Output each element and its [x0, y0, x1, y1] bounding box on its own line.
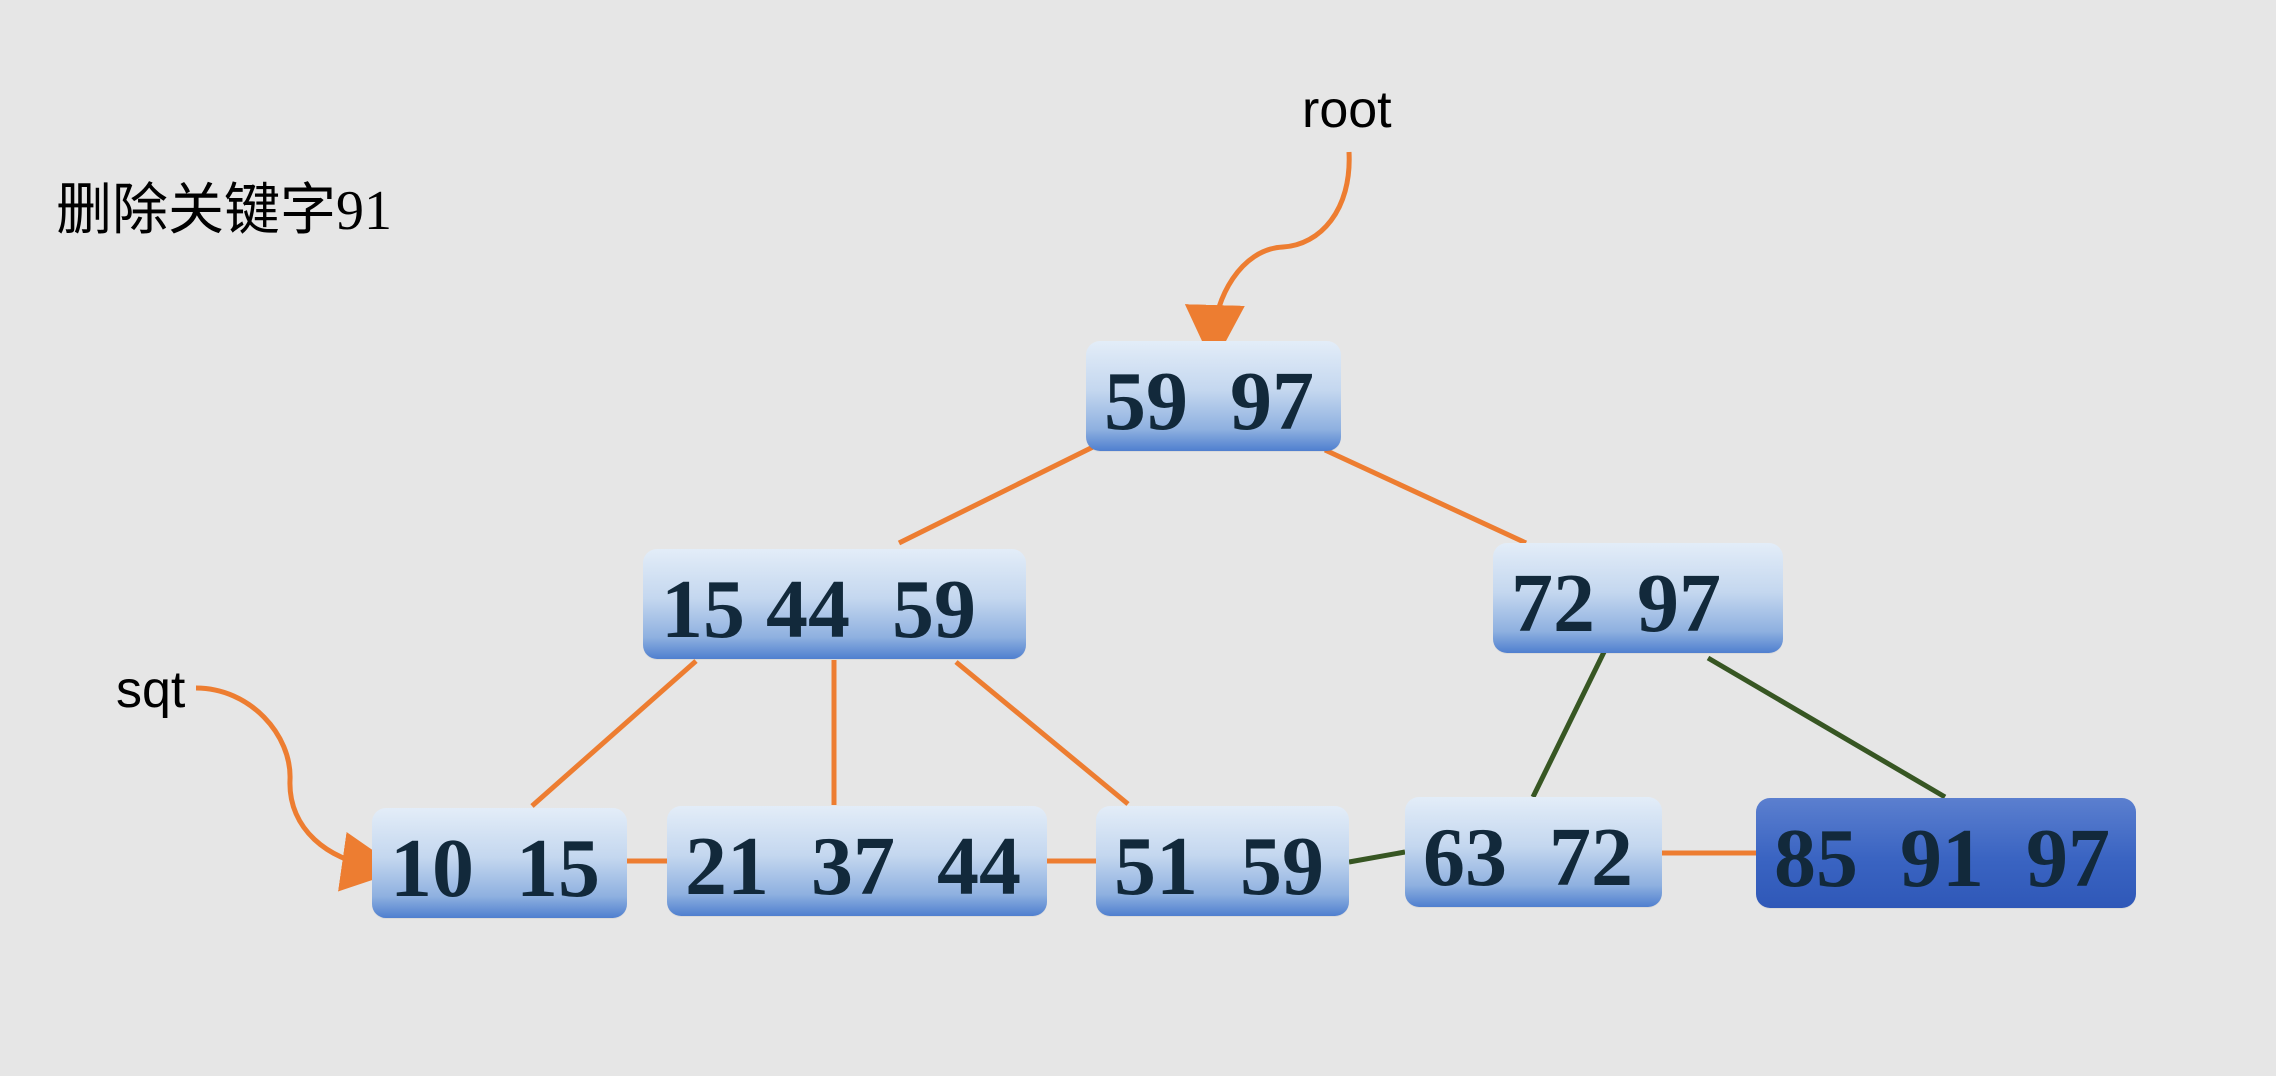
root-node-keys: 59 97 — [1104, 354, 1314, 448]
edge-right-leaf4 — [1530, 650, 1607, 799]
leaf-node-5-highlighted: 85 91 97 — [1756, 798, 2136, 908]
diagram-title: 删除关键字91 — [56, 180, 392, 242]
internal-node-left-keys: 15 44 59 — [661, 562, 976, 656]
link-leaf3-leaf4 — [1348, 849, 1406, 865]
sqt-pointer-arrow — [195, 685, 402, 892]
edge-root-right — [1323, 447, 1528, 546]
leaf-node-2: 21 37 44 — [667, 806, 1047, 916]
leaf-node-4-keys: 63 72 — [1423, 810, 1633, 904]
leaf-node-3-keys: 51 59 — [1114, 819, 1324, 913]
leaf-node-3: 51 59 — [1096, 806, 1349, 916]
root-pointer-label: root — [1302, 81, 1392, 139]
leaf-node-2-keys: 21 37 44 — [685, 819, 1021, 913]
edge-left-leaf3 — [954, 660, 1130, 806]
internal-node-right-keys: 72 97 — [1511, 556, 1721, 650]
leaf-node-4: 63 72 — [1405, 797, 1662, 907]
edge-root-left — [897, 443, 1097, 546]
leaf-node-1: 10 15 — [372, 808, 627, 918]
leaf-node-1-keys: 10 15 — [390, 821, 600, 915]
edge-right-leaf5 — [1706, 655, 1947, 800]
internal-node-left: 15 44 59 — [643, 549, 1026, 659]
root-pointer-arrow — [1184, 151, 1352, 365]
edge-left-leaf1 — [530, 659, 698, 808]
leaf-node-5-keys: 85 91 97 — [1774, 811, 2110, 905]
internal-node-right: 72 97 — [1493, 543, 1783, 653]
root-node: 59 97 — [1086, 341, 1341, 451]
sqt-pointer-label: sqt — [116, 661, 186, 719]
